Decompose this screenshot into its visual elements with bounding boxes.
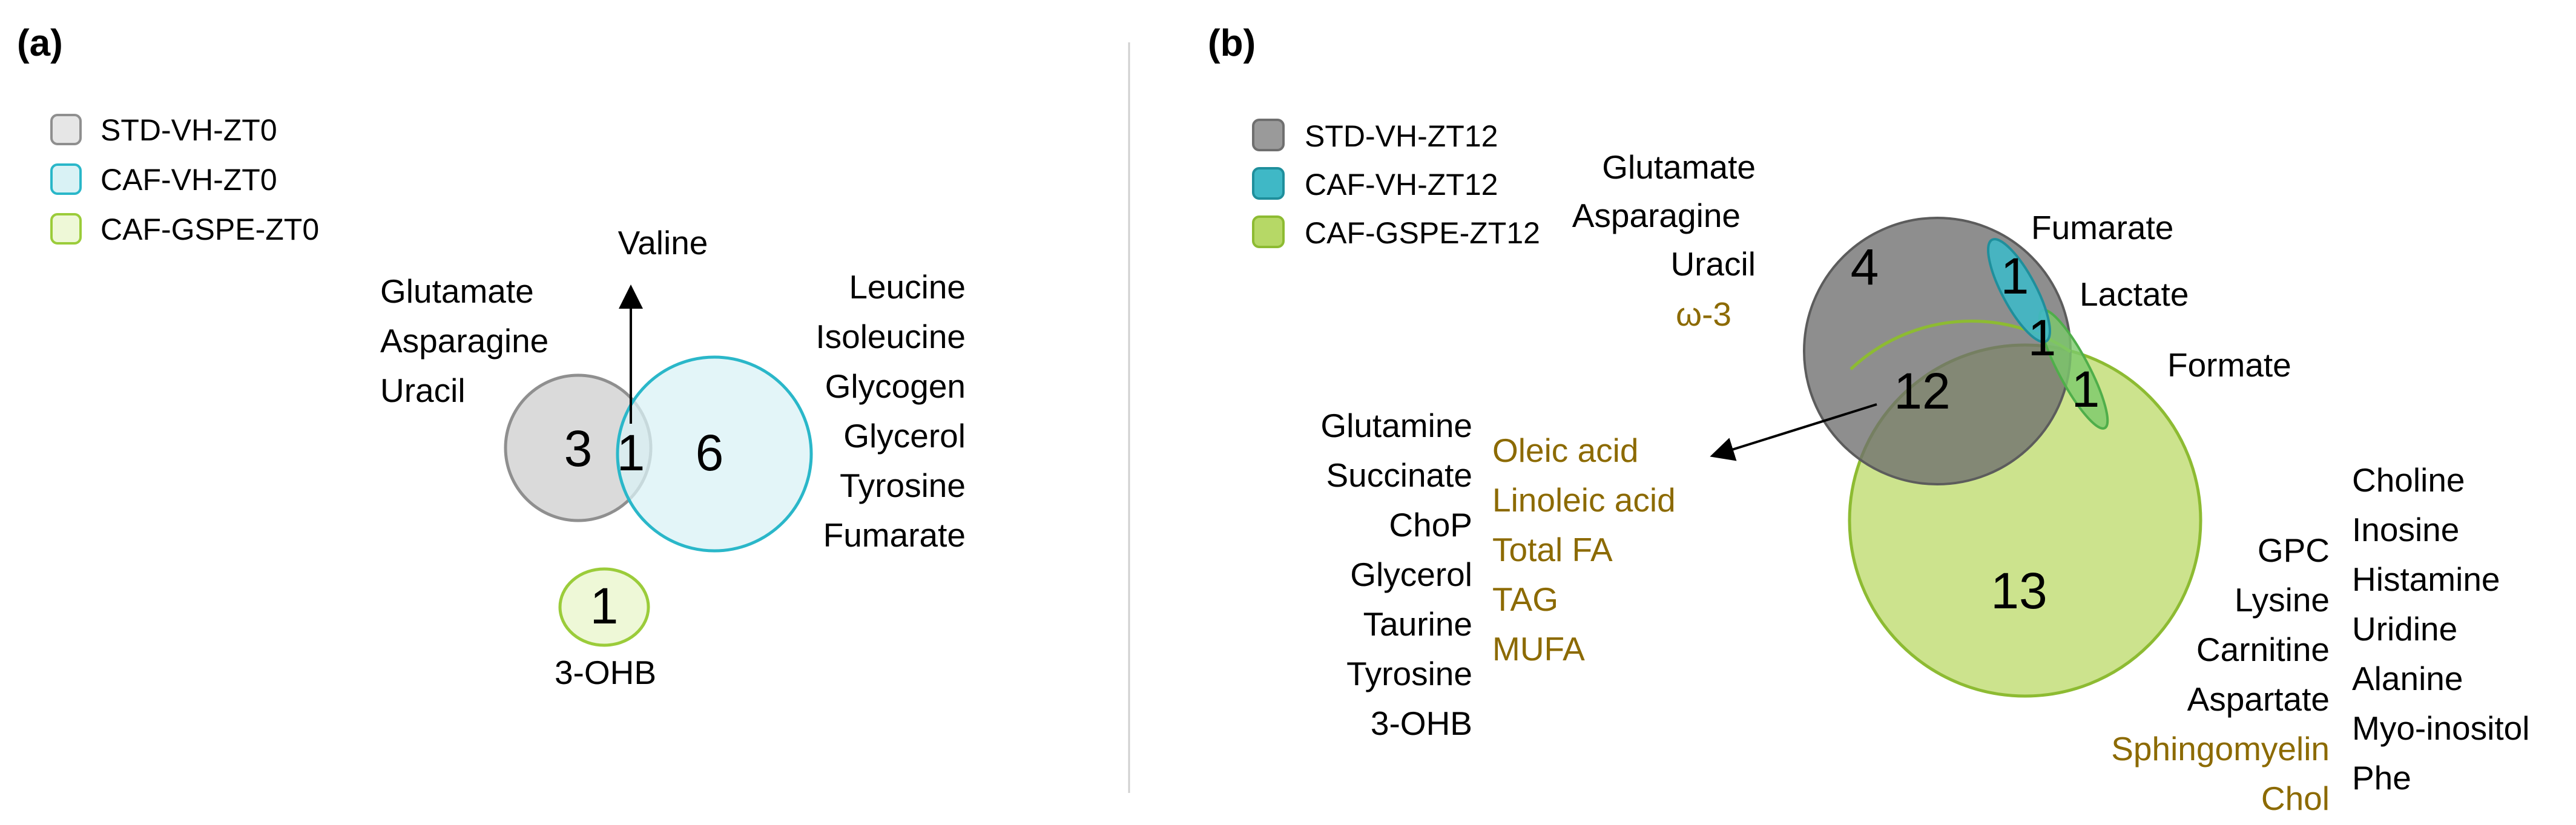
count-gspe-only: 13 xyxy=(1991,562,2047,619)
legend-swatch-caf-gspe-zt12 xyxy=(1252,215,1285,248)
metabolite-label: Uracil xyxy=(1670,245,1756,283)
metabolite-label: Histamine xyxy=(2352,560,2500,598)
legend-label-std-vh-zt0: STD-VH-ZT0 xyxy=(100,113,277,147)
metabolite-label: Asparagine xyxy=(380,322,548,360)
list-gspe-only-col2: Choline Inosine Histamine Uridine Alanin… xyxy=(2352,461,2529,797)
legend-label-caf-gspe-zt0: CAF-GSPE-ZT0 xyxy=(100,212,319,246)
label-lactate: Lactate xyxy=(2080,275,2189,313)
venn-circle-caf-vh-zt0 xyxy=(616,355,813,553)
metabolite-label: Tyrosine xyxy=(1346,655,1472,692)
count-caf-only: 6 xyxy=(696,424,724,481)
metabolite-label-highlighted: Chol xyxy=(2261,780,2330,817)
legend-swatch-caf-gspe-zt0 xyxy=(50,213,82,245)
metabolite-label: GPC xyxy=(2258,531,2330,569)
label-fumarate: Fumarate xyxy=(2031,209,2173,246)
list-std-gspe-gold: Oleic acid Linoleic acid Total FA TAG MU… xyxy=(1492,432,1676,668)
count-caf-gspe: 1 xyxy=(2072,361,2100,418)
metabolite-label: Succinate xyxy=(1326,456,1472,494)
metabolite-label: Uridine xyxy=(2352,610,2457,648)
metabolite-label: Glycerol xyxy=(843,417,966,455)
metabolite-label-highlighted: MUFA xyxy=(1492,630,1585,668)
metabolite-label: Glycerol xyxy=(1350,556,1472,593)
panel-a-label: (a) xyxy=(17,22,63,64)
metabolite-label: Taurine xyxy=(1363,605,1472,643)
metabolite-label: Glutamate xyxy=(380,272,534,310)
count-shared: 1 xyxy=(617,424,645,481)
venn-ellipse-caf-vh-zt12 xyxy=(1987,238,2051,343)
metabolite-label: Alanine xyxy=(2352,660,2463,697)
panel-b-legend: STD-VH-ZT12 CAF-VH-ZT12 CAF-GSPE-ZT12 xyxy=(1252,119,1540,250)
list-gspe-only-col1: GPC Lysine Carnitine Aspartate Sphingomy… xyxy=(2111,531,2330,817)
metabolite-label: Carnitine xyxy=(2196,631,2330,668)
metabolite-label: Uracil xyxy=(380,372,466,409)
count-std-gspe: 12 xyxy=(1894,363,1950,419)
count-std-caf: 1 xyxy=(2001,248,2029,304)
metabolite-label: Fumarate xyxy=(823,516,966,554)
legend-swatch-std-vh-zt0 xyxy=(50,114,82,145)
metabolite-label: Glycogen xyxy=(825,367,966,405)
metabolite-label-highlighted: Sphingomyelin xyxy=(2111,730,2330,767)
metabolite-label-highlighted: Total FA xyxy=(1492,531,1613,568)
legend-swatch-caf-vh-zt12 xyxy=(1252,167,1285,200)
metabolite-label: Glutamine xyxy=(1320,407,1472,444)
list-std-gspe-black: Glutamine Succinate ChoP Glycerol Taurin… xyxy=(1320,407,1472,742)
metabolite-label-highlighted: TAG xyxy=(1492,580,1558,618)
metabolite-label: Isoleucine xyxy=(815,318,966,355)
legend-label-caf-gspe-zt12: CAF-GSPE-ZT12 xyxy=(1305,216,1540,250)
metabolite-label: Leucine xyxy=(849,268,966,306)
count-gspe-only: 1 xyxy=(590,577,619,634)
list-caf-only: Leucine Isoleucine Glycogen Glycerol Tyr… xyxy=(815,268,966,554)
metabolite-label-highlighted: ω-3 xyxy=(1676,295,1731,333)
count-std-only: 4 xyxy=(1851,238,1879,295)
metabolite-label: Glutamate xyxy=(1602,148,1756,186)
metabolite-label: Asparagine xyxy=(1572,197,1741,234)
metabolite-label: Tyrosine xyxy=(840,467,966,504)
label-valine: Valine xyxy=(618,224,708,261)
legend-label-caf-vh-zt12: CAF-VH-ZT12 xyxy=(1305,168,1498,202)
venn-circle-caf-gspe-zt0 xyxy=(558,567,650,647)
metabolite-label-highlighted: Linoleic acid xyxy=(1492,481,1676,519)
count-caf-only: 1 xyxy=(2028,309,2057,366)
metabolite-label: Choline xyxy=(2352,461,2465,499)
count-std-only: 3 xyxy=(564,420,593,477)
legend-label-caf-vh-zt0: CAF-VH-ZT0 xyxy=(100,163,277,197)
panel-b-label: (b) xyxy=(1208,22,1256,64)
metabolite-label: Inosine xyxy=(2352,511,2459,548)
metabolite-label: Phe xyxy=(2352,759,2411,797)
legend-label-std-vh-zt12: STD-VH-ZT12 xyxy=(1305,119,1498,153)
metabolite-label: 3-OHB xyxy=(1371,705,1472,742)
metabolite-label-highlighted: Oleic acid xyxy=(1492,432,1638,469)
arrow-from-shared-region xyxy=(1710,403,1877,461)
metabolite-label: Aspartate xyxy=(2187,680,2330,718)
list-std-only: Glutamate Asparagine Uracil xyxy=(380,272,548,409)
legend-swatch-std-vh-zt12 xyxy=(1252,119,1285,151)
list-std-only: Glutamate Asparagine Uracil ω-3 xyxy=(1572,148,1756,333)
label-3-ohb: 3-OHB xyxy=(555,654,656,691)
metabolite-label: ChoP xyxy=(1389,506,1472,544)
label-formate: Formate xyxy=(2167,346,2291,384)
panel-a-legend: STD-VH-ZT0 CAF-VH-ZT0 CAF-GSPE-ZT0 xyxy=(50,113,319,246)
metabolite-label: Lysine xyxy=(2235,581,2330,619)
panel-a: (a) STD-VH-ZT0 CAF-VH-ZT0 CAF-GSPE-ZT0 3… xyxy=(17,22,966,691)
metabolite-label: Myo-inositol xyxy=(2352,709,2529,747)
legend-swatch-caf-vh-zt0 xyxy=(50,163,82,195)
panel-b: (b) STD-VH-ZT12 CAF-VH-ZT12 CAF-GSPE-ZT1… xyxy=(1208,22,2529,817)
